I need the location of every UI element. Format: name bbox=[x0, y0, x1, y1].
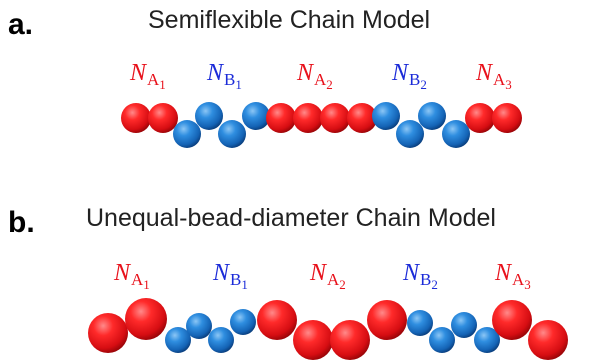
panel_b-segment-label-3: NA2 bbox=[309, 260, 346, 292]
panel-a-chain bbox=[121, 102, 522, 148]
panel_b-bead-b bbox=[186, 313, 212, 339]
panel_a-bead-a bbox=[347, 103, 377, 133]
panel_b-bead-a bbox=[492, 300, 532, 340]
panel_a-segment-label-5: NA3 bbox=[475, 60, 512, 92]
panel_a-bead-a bbox=[492, 103, 522, 133]
panel_b-bead-a bbox=[528, 320, 568, 360]
panel_b-bead-b bbox=[429, 327, 455, 353]
panel_a-bead-b bbox=[218, 120, 246, 148]
panel_b-bead-a bbox=[257, 300, 297, 340]
panel_a-segment-label-4: NB2 bbox=[391, 60, 427, 92]
panel_b-bead-b bbox=[230, 309, 256, 335]
panel_b-bead-a bbox=[88, 313, 128, 353]
panel-b-segment-labels: NA1 NB1 NA2 NB2 NA3 bbox=[113, 260, 531, 292]
panel_a-bead-a bbox=[320, 103, 350, 133]
panel_b-bead-a bbox=[330, 320, 370, 360]
panel_a-bead-a bbox=[465, 103, 495, 133]
panel_a-bead-a bbox=[148, 103, 178, 133]
panel-b-label: b. bbox=[8, 206, 35, 239]
panel_a-bead-b bbox=[418, 102, 446, 130]
panel_a-bead-b bbox=[372, 102, 400, 130]
panel_b-bead-b bbox=[208, 327, 234, 353]
panel_a-bead-a bbox=[266, 103, 296, 133]
panel_a-bead-b bbox=[173, 120, 201, 148]
panel_b-bead-b bbox=[474, 327, 500, 353]
panel_a-segment-label-1: NA1 bbox=[129, 60, 166, 92]
panel_b-segment-label-1: NA1 bbox=[113, 260, 150, 292]
panel-b-title: Unequal-bead-diameter Chain Model bbox=[86, 204, 496, 232]
panel-b-chain bbox=[88, 298, 568, 360]
panel_b-bead-a bbox=[125, 298, 167, 340]
panel_a-bead-a bbox=[293, 103, 323, 133]
panel_a-segment-label-2: NB1 bbox=[206, 60, 242, 92]
panel-a-title: Semiflexible Chain Model bbox=[148, 6, 431, 34]
panel_a-bead-b bbox=[242, 102, 270, 130]
panel_a-bead-b bbox=[442, 120, 470, 148]
panel_a-segment-label-3: NA2 bbox=[296, 60, 333, 92]
panel_a-bead-b bbox=[195, 102, 223, 130]
panel_b-bead-b bbox=[407, 310, 433, 336]
panel_b-segment-label-4: NB2 bbox=[402, 260, 438, 292]
panel_b-segment-label-5: NA3 bbox=[494, 260, 531, 292]
panel-a-label: a. bbox=[8, 8, 34, 41]
panel_b-bead-b bbox=[165, 327, 191, 353]
panel_b-bead-a bbox=[293, 320, 333, 360]
panel_b-bead-a bbox=[367, 300, 407, 340]
panel_b-bead-b bbox=[451, 312, 477, 338]
panel-a-segment-labels: NA1 NB1 NA2 NB2 NA3 bbox=[129, 60, 512, 92]
panel_a-bead-b bbox=[396, 120, 424, 148]
panel_a-bead-a bbox=[121, 103, 151, 133]
panel_b-segment-label-2: NB1 bbox=[212, 260, 248, 292]
